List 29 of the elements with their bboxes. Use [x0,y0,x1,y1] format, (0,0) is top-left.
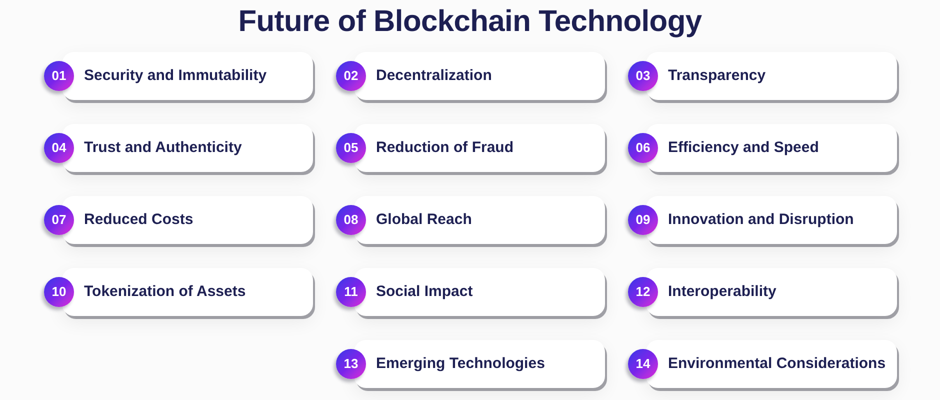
number-badge: 01 [44,61,74,91]
number-badge: 07 [44,205,74,235]
number-badge: 05 [336,133,366,163]
item-label: Social Impact [376,283,473,301]
number-badge: 08 [336,205,366,235]
item-label: Interoperability [668,283,776,301]
item-label: Transparency [668,67,766,85]
item-label: Tokenization of Assets [84,283,246,301]
number-badge: 02 [336,61,366,91]
item-label: Reduction of Fraud [376,139,514,157]
item-label: Efficiency and Speed [668,139,819,157]
item-label: Global Reach [376,211,472,229]
item-label: Security and Immutability [84,67,267,85]
number-badge: 06 [628,133,658,163]
title: Future of Blockchain Technology [238,4,702,40]
item-label: Environmental Considerations [668,355,886,373]
item-label: Trust and Authenticity [84,139,242,157]
item-label: Innovation and Disruption [668,211,854,229]
number-badge: 03 [628,61,658,91]
number-badge: 13 [336,349,366,379]
number-badge: 14 [628,349,658,379]
number-badge: 09 [628,205,658,235]
number-badge: 11 [336,277,366,307]
item-label: Emerging Technologies [376,355,545,373]
item-label: Reduced Costs [84,211,194,229]
number-badge: 12 [628,277,658,307]
item-label: Decentralization [376,67,492,85]
number-badge: 04 [44,133,74,163]
number-badge: 10 [44,277,74,307]
